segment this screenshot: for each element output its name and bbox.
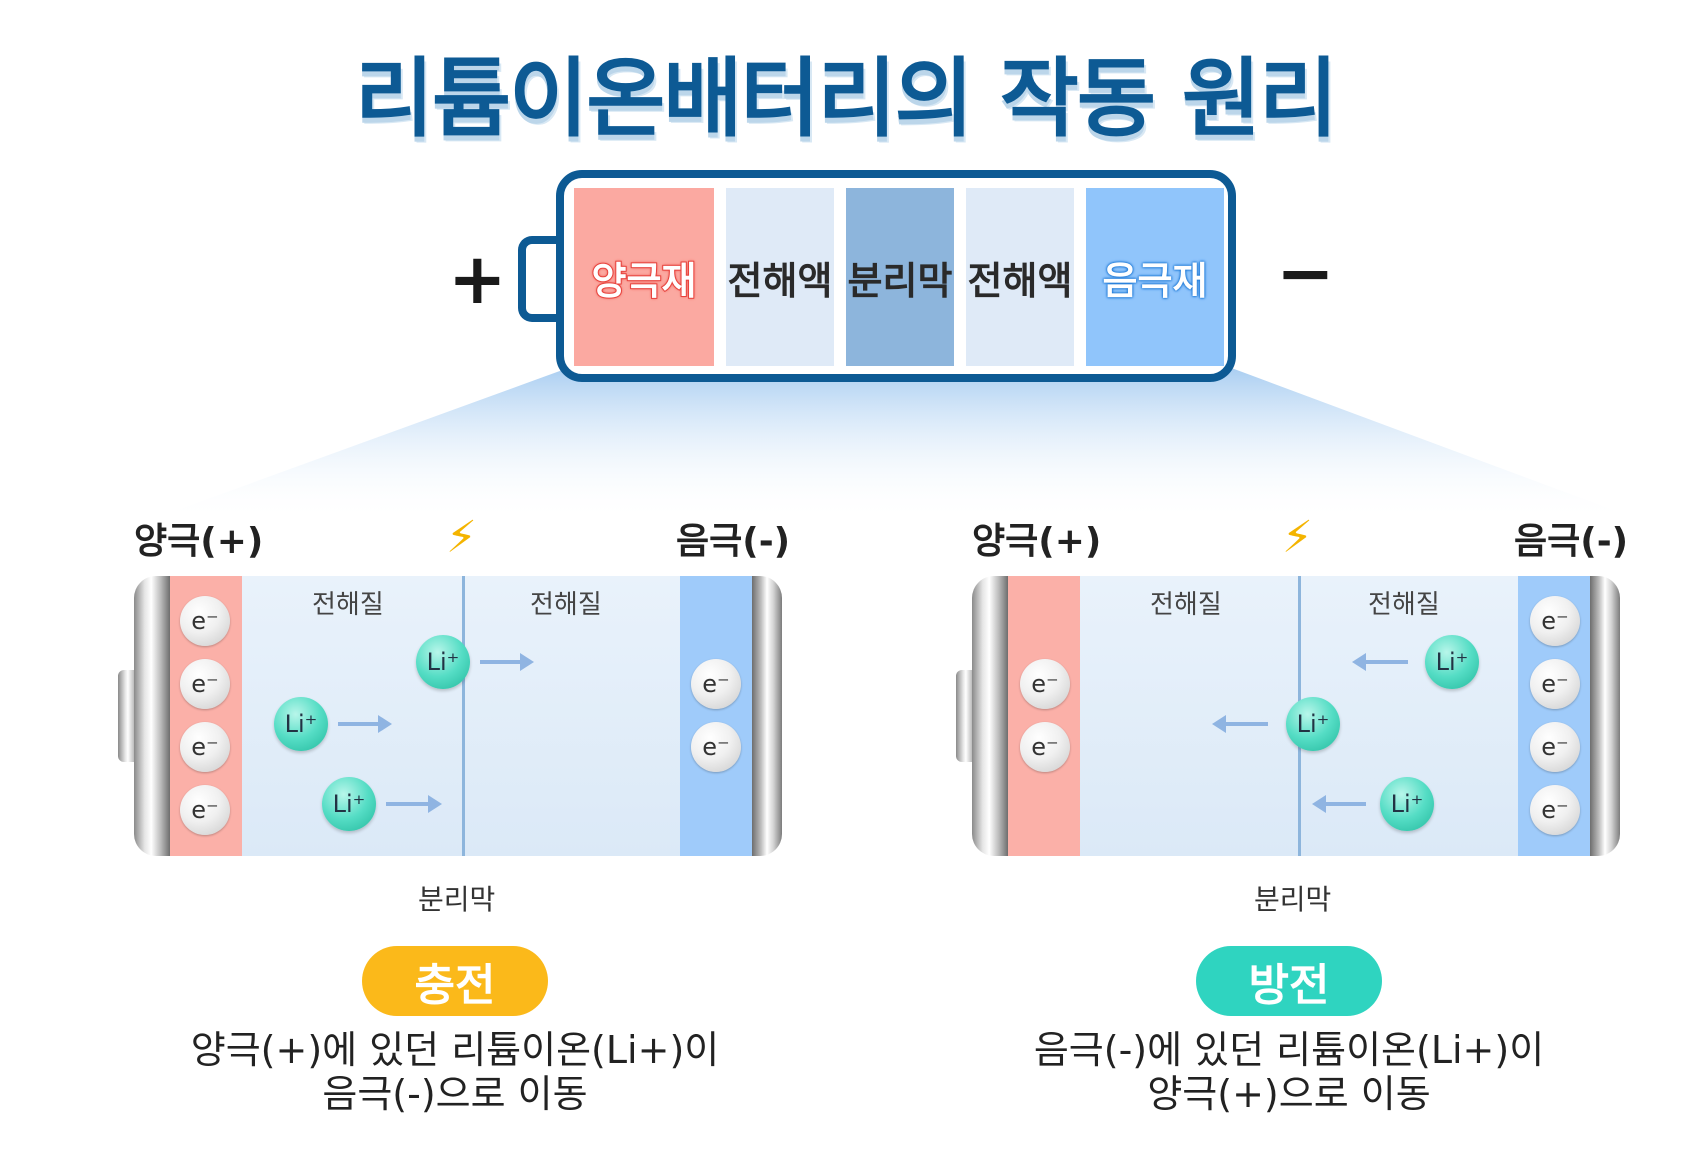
discharge-cathode-header: 양극(+) bbox=[972, 521, 1102, 562]
discharge-ion-arrow-left bbox=[1212, 715, 1268, 733]
discharge-anode-header: 음극(-) bbox=[1514, 521, 1629, 562]
electrolyte-label-right: 전해액 bbox=[967, 258, 1073, 303]
charge-badge: 충전 bbox=[362, 946, 548, 1016]
charge-bolt-icon: ⚡ bbox=[446, 512, 477, 563]
discharge-electrolyte-label-left: 전해질 bbox=[1150, 590, 1222, 620]
discharge-separator-caption: 분리막 bbox=[1254, 883, 1332, 916]
charge-ion-arrow-right bbox=[480, 653, 534, 671]
separator-segment: 분리막 bbox=[846, 188, 954, 366]
charge-electron: e⁻ bbox=[180, 722, 230, 772]
discharge-electron: e⁻ bbox=[1020, 722, 1070, 772]
discharge-description: 음극(-)에 있던 리튬이온(Li+)이 양극(+)으로 이동 bbox=[994, 1028, 1584, 1116]
discharge-left-cap bbox=[972, 576, 1008, 856]
plus-sign: + bbox=[448, 238, 507, 320]
discharge-badge: 방전 bbox=[1196, 946, 1382, 1016]
minus-sign: − bbox=[1276, 232, 1335, 314]
cathode-material-label: 양극재 bbox=[591, 258, 698, 304]
charge-electron: e⁻ bbox=[691, 722, 741, 772]
discharge-lithium-ion: Li⁺ bbox=[1425, 635, 1479, 689]
charge-separator-line bbox=[462, 576, 465, 856]
discharge-electron: e⁻ bbox=[1530, 596, 1580, 646]
electrolyte-label-left: 전해액 bbox=[727, 258, 833, 303]
charge-ion-arrow-right bbox=[386, 795, 442, 813]
discharge-ion-arrow-left bbox=[1352, 653, 1408, 671]
discharge-electrolyte-label-right: 전해질 bbox=[1368, 590, 1440, 620]
discharge-electron: e⁻ bbox=[1530, 659, 1580, 709]
charge-separator-caption: 분리막 bbox=[418, 883, 496, 916]
page-title: 리튬이온배터리의 작동 원리 bbox=[354, 49, 1338, 149]
electrolyte-segment-left: 전해액 bbox=[726, 188, 834, 366]
charge-terminal-nub bbox=[118, 670, 136, 762]
discharge-terminal-nub bbox=[956, 670, 974, 762]
charge-anode-layer bbox=[680, 576, 752, 856]
discharge-cathode-layer bbox=[1008, 576, 1080, 856]
charge-description: 양극(+)에 있던 리튬이온(Li+)이 음극(-)으로 이동 bbox=[160, 1028, 750, 1116]
discharge-description-line2: 양극(+)으로 이동 bbox=[1147, 1072, 1431, 1116]
charge-electrolyte-label-left: 전해질 bbox=[312, 590, 384, 620]
charge-electron: e⁻ bbox=[691, 659, 741, 709]
charge-description-line1: 양극(+)에 있던 리튬이온(Li+)이 bbox=[190, 1028, 720, 1072]
discharge-ion-arrow-left bbox=[1312, 795, 1366, 813]
charge-electron: e⁻ bbox=[180, 785, 230, 835]
charge-lithium-ion: Li⁺ bbox=[416, 635, 470, 689]
discharge-electron: e⁻ bbox=[1020, 659, 1070, 709]
electrolyte-segment-right: 전해액 bbox=[966, 188, 1074, 366]
discharge-right-cap bbox=[1590, 576, 1620, 856]
discharge-electron: e⁻ bbox=[1530, 785, 1580, 835]
discharge-electron: e⁻ bbox=[1530, 722, 1580, 772]
charge-electrolyte-label-right: 전해질 bbox=[530, 590, 602, 620]
charge-cathode-header: 양극(+) bbox=[134, 521, 264, 562]
charge-electron: e⁻ bbox=[180, 659, 230, 709]
charge-right-cap bbox=[752, 576, 782, 856]
zoom-funnel bbox=[150, 360, 1640, 520]
cathode-material-segment: 양극재 bbox=[574, 188, 714, 366]
charge-anode-header: 음극(-) bbox=[676, 521, 791, 562]
charge-lithium-ion: Li⁺ bbox=[322, 777, 376, 831]
separator-label: 분리막 bbox=[847, 258, 953, 303]
charge-ion-arrow-right bbox=[338, 715, 392, 733]
anode-material-segment: 음극재 bbox=[1086, 188, 1224, 366]
discharge-lithium-ion: Li⁺ bbox=[1380, 777, 1434, 831]
charge-description-line2: 음극(-)으로 이동 bbox=[322, 1072, 588, 1116]
discharge-description-line1: 음극(-)에 있던 리튬이온(Li+)이 bbox=[1033, 1028, 1545, 1072]
charge-left-cap bbox=[134, 576, 170, 856]
discharge-lithium-ion: Li⁺ bbox=[1286, 697, 1340, 751]
anode-material-label: 음극재 bbox=[1102, 258, 1208, 303]
charge-lithium-ion: Li⁺ bbox=[274, 697, 328, 751]
charge-electron: e⁻ bbox=[180, 596, 230, 646]
discharge-bolt-icon: ⚡ bbox=[1282, 512, 1313, 563]
